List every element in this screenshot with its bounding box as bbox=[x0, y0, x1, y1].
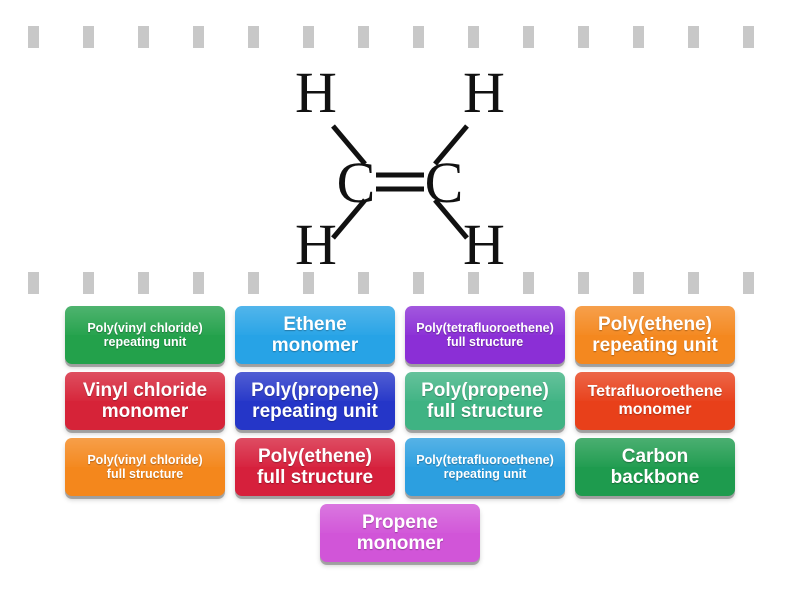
tile-poly-propene-repeating-unit[interactable]: Poly(propene)repeating unit bbox=[235, 372, 395, 430]
separator-dash bbox=[523, 26, 534, 48]
tile-poly-propene-full-structure[interactable]: Poly(propene)full structure bbox=[405, 372, 565, 430]
separator-dash bbox=[523, 272, 534, 294]
svg-text:H: H bbox=[463, 212, 505, 274]
separator-dash bbox=[413, 26, 424, 48]
separator-dash bbox=[303, 26, 314, 48]
separator-dash bbox=[688, 272, 699, 294]
separator-dash bbox=[743, 26, 754, 48]
separator-dash bbox=[193, 26, 204, 48]
tile-label: Poly(ethene)full structure bbox=[256, 445, 374, 488]
separator-dash bbox=[28, 26, 39, 48]
separator-dash bbox=[83, 272, 94, 294]
separator-dash bbox=[688, 26, 699, 48]
separator-dash bbox=[358, 26, 369, 48]
svg-text:C: C bbox=[337, 150, 376, 215]
separator-dash bbox=[138, 272, 149, 294]
separator-dash bbox=[743, 272, 754, 294]
svg-text:H: H bbox=[295, 212, 337, 274]
separator-dash bbox=[28, 272, 39, 294]
separator-dash bbox=[468, 26, 479, 48]
tile-label: Poly(vinyl chloride)full structure bbox=[87, 453, 203, 481]
separator-dash bbox=[468, 272, 479, 294]
tile-row: Poly(vinyl chloride)full structure Poly(e… bbox=[0, 438, 800, 496]
ethene-structural-formula-icon: H H C C H H bbox=[295, 60, 505, 274]
separator-dash bbox=[248, 26, 259, 48]
separator-dash bbox=[578, 272, 589, 294]
separator-dash bbox=[138, 26, 149, 48]
separator-dash bbox=[633, 26, 644, 48]
tile-label: Poly(ethene)repeating unit bbox=[592, 313, 718, 356]
separator-dash bbox=[83, 26, 94, 48]
dashed-separator-top bbox=[0, 26, 800, 48]
svg-text:H: H bbox=[463, 60, 505, 125]
tile-poly-vinyl-chloride-full-structure[interactable]: Poly(vinyl chloride)full structure bbox=[65, 438, 225, 496]
tile-label: Poly(tetrafluoroethene)repeating unit bbox=[416, 453, 554, 481]
separator-dash bbox=[193, 272, 204, 294]
tile-poly-ethene-full-structure[interactable]: Poly(ethene)full structure bbox=[235, 438, 395, 496]
svg-text:H: H bbox=[295, 60, 337, 125]
separator-dash bbox=[633, 272, 644, 294]
tile-label: Poly(propene)repeating unit bbox=[251, 379, 379, 422]
diagram-drop-zone[interactable]: H H C C H H bbox=[0, 48, 800, 274]
separator-dash bbox=[578, 26, 589, 48]
tile-poly-vinyl-chloride-repeating-unit[interactable]: Poly(vinyl chloride)repeating unit bbox=[65, 306, 225, 364]
tile-label: Poly(tetrafluoroethene)full structure bbox=[416, 321, 554, 349]
tile-poly-tetrafluoroethene-repeating-unit[interactable]: Poly(tetrafluoroethene)repeating unit bbox=[405, 438, 565, 496]
tile-poly-tetrafluoroethene-full-structure[interactable]: Poly(tetrafluoroethene)full structure bbox=[405, 306, 565, 364]
answer-tile-tray: Poly(vinyl chloride)repeating unit Ethene… bbox=[0, 306, 800, 574]
separator-dash bbox=[303, 272, 314, 294]
tile-poly-ethene-repeating-unit[interactable]: Poly(ethene)repeating unit bbox=[575, 306, 735, 364]
separator-dash bbox=[248, 272, 259, 294]
tile-row: Poly(vinyl chloride)repeating unit Ethene… bbox=[0, 306, 800, 364]
tile-label: Poly(vinyl chloride)repeating unit bbox=[87, 321, 203, 349]
separator-dash bbox=[358, 272, 369, 294]
svg-text:C: C bbox=[425, 150, 464, 215]
separator-dash bbox=[413, 272, 424, 294]
dashed-separator-middle bbox=[0, 272, 800, 294]
tile-label: Poly(propene)full structure bbox=[421, 379, 549, 422]
